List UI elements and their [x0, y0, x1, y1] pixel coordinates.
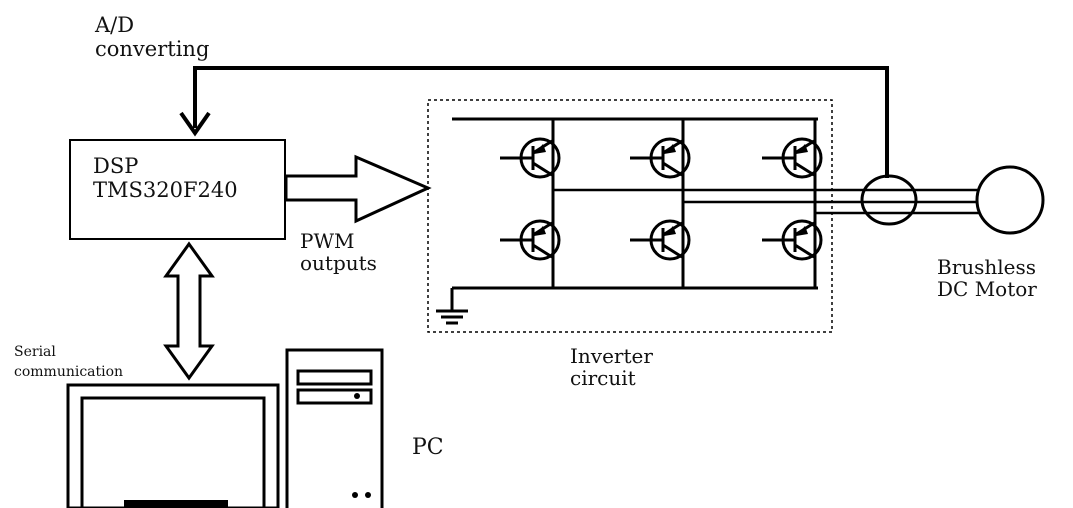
brushless-dc-motor-label: Brushless DC Motor: [937, 256, 1037, 301]
ad-label-line2: converting: [95, 36, 210, 61]
inverter-circuit-label: Inverter circuit: [570, 345, 653, 390]
ad-converting-label: A/D converting: [95, 13, 210, 61]
ground-icon: [436, 288, 468, 325]
inverter-label-line2: circuit: [570, 366, 636, 391]
serial-label-line2: communication: [14, 364, 124, 381]
inverter-label-line1: Inverter: [570, 344, 653, 368]
pwm-label-line1: PWM: [300, 229, 355, 253]
ad-feedback-line: [179, 66, 889, 178]
serial-communication-label: Serial communication: [14, 342, 123, 383]
motor-icon: [975, 165, 1045, 235]
pc-label: PC: [412, 435, 444, 460]
serial-label-line1: Serial: [14, 344, 56, 360]
pwm-outputs-label: PWM outputs: [300, 230, 377, 275]
monitor-icon: [66, 383, 280, 508]
dsp-label: DSP TMS320F240: [93, 154, 238, 202]
motor-label-line2: DC Motor: [937, 277, 1037, 302]
dsp-label-line1: DSP: [93, 154, 139, 178]
pwm-arrow: [284, 154, 432, 224]
current-sensor: [860, 174, 918, 226]
pc-tower-icon: [285, 348, 384, 508]
dsp-label-line2: TMS320F240: [93, 177, 238, 202]
dsp-block: [69, 139, 286, 240]
inverter-boundary: [427, 99, 833, 333]
ad-label-line1: A/D: [95, 13, 135, 37]
motor-label-line1: Brushless: [937, 255, 1037, 279]
serial-comm-arrow: [163, 241, 215, 381]
pwm-label-line2: outputs: [300, 251, 377, 276]
inverter-circuit: [452, 117, 985, 290]
